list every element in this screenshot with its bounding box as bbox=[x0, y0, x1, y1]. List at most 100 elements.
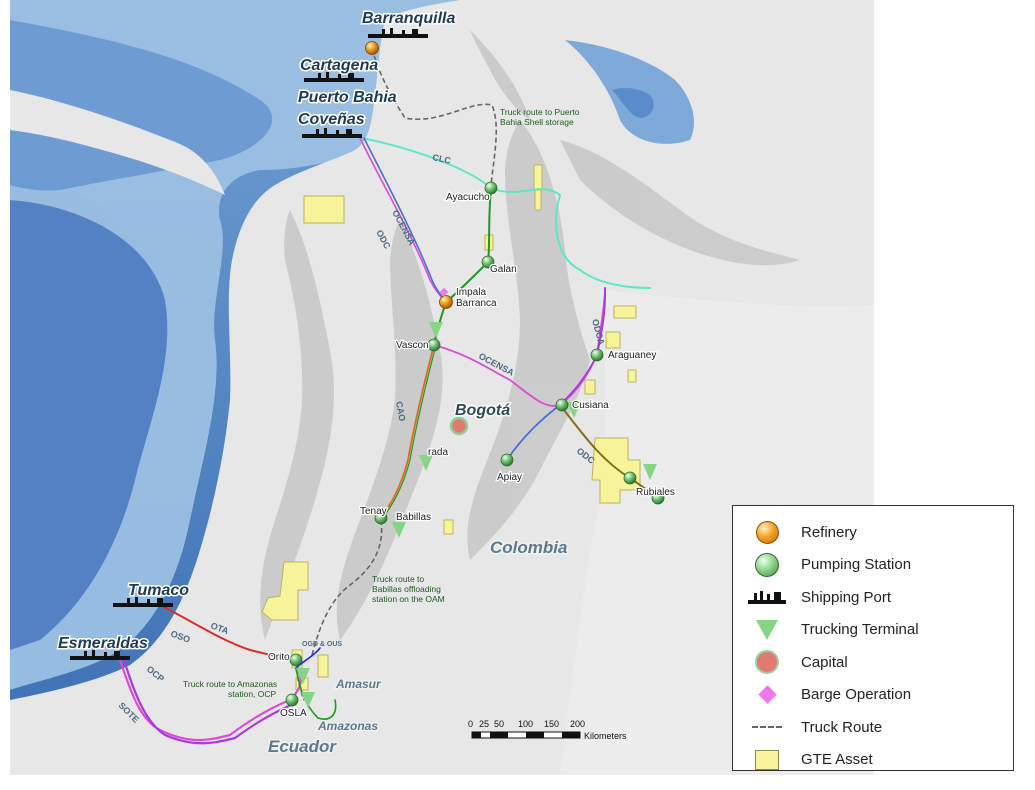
shipping-port-icon bbox=[748, 591, 786, 605]
capital-icon bbox=[755, 650, 779, 675]
station-label-barranca: Barranca bbox=[456, 298, 497, 309]
gte-asset-block[interactable] bbox=[317, 654, 329, 678]
note-truck-babillas-1: Truck route to bbox=[372, 574, 424, 584]
station-label-galan: Galan bbox=[490, 264, 517, 275]
port-covenas-icon[interactable] bbox=[302, 128, 362, 138]
truck-route-puerto-bahia[interactable] bbox=[371, 47, 498, 186]
scale-tick-50: 50 bbox=[494, 719, 504, 729]
trucking-terminal-icon[interactable] bbox=[419, 455, 433, 471]
trucking-terminal-icon[interactable] bbox=[392, 522, 406, 538]
legend-label: Trucking Terminal bbox=[801, 621, 919, 639]
port-tumaco-icon[interactable] bbox=[113, 597, 173, 607]
port-label-puerto-bahia: Puerto Bahia bbox=[298, 89, 397, 106]
pipeline-ogd-ous[interactable] bbox=[295, 647, 321, 669]
gte-asset-block[interactable] bbox=[605, 331, 621, 349]
gte-asset-block[interactable] bbox=[584, 379, 596, 395]
label-cao: CAO bbox=[394, 401, 407, 422]
pump-ayacucho-icon[interactable] bbox=[484, 181, 498, 195]
trucking-terminal-icon[interactable] bbox=[296, 668, 310, 684]
pump-araguaney-icon[interactable] bbox=[590, 348, 604, 362]
capital-bogota-icon[interactable] bbox=[449, 416, 469, 436]
refinery-cartagena-icon[interactable] bbox=[365, 41, 379, 55]
note-truck-babillas-2: Babillas offloading bbox=[372, 584, 441, 594]
trucking-terminal-icon[interactable] bbox=[643, 464, 657, 480]
pipeline-ocensa-north[interactable] bbox=[359, 137, 447, 303]
gte-asset-block[interactable] bbox=[533, 164, 543, 191]
station-label-cusiana: Cusiana bbox=[572, 400, 609, 411]
refinery-icon bbox=[755, 520, 779, 544]
pump-galan-icon[interactable] bbox=[481, 255, 495, 269]
port-label-esmeraldas: Esmeraldas bbox=[58, 635, 148, 652]
shipping-ports bbox=[70, 28, 428, 660]
gte-asset-block[interactable] bbox=[613, 305, 637, 319]
station-label-dorada: rada bbox=[428, 447, 448, 458]
note-truck-puerto-bahia-2: Bahia Shell storage bbox=[500, 117, 574, 127]
pipeline-ocp[interactable] bbox=[122, 658, 295, 745]
station-label-ayacucho: Ayacucho bbox=[446, 192, 490, 203]
pump-vasconia-icon[interactable] bbox=[427, 338, 441, 352]
pipeline-ota[interactable] bbox=[159, 604, 297, 661]
pipeline-cao-green[interactable] bbox=[382, 344, 437, 519]
scale-tick-25: 25 bbox=[479, 719, 489, 729]
legend-label: Capital bbox=[801, 653, 848, 671]
pump-osla-icon[interactable] bbox=[285, 693, 299, 707]
gte-assets bbox=[261, 164, 641, 691]
legend-item-barge-operation: Barge Operation bbox=[747, 679, 1013, 712]
trucking-terminal-icon[interactable] bbox=[429, 322, 443, 338]
legend: Refinery Pumping Station Shipping Port T… bbox=[732, 505, 1014, 771]
region-label-amasur: Amasur bbox=[335, 677, 382, 691]
pipeline-apiay[interactable] bbox=[506, 404, 561, 461]
port-esmeraldas-icon[interactable] bbox=[70, 650, 130, 660]
port-label-tumaco: Tumaco bbox=[128, 582, 189, 599]
pipeline-amazonas[interactable] bbox=[295, 667, 337, 720]
station-label-orito: Orito bbox=[268, 652, 290, 663]
scale-tick-0: 0 bbox=[468, 719, 473, 729]
pump-orito-icon[interactable] bbox=[289, 653, 303, 667]
pipeline-clc[interactable] bbox=[361, 137, 651, 289]
truck-route-babillas[interactable] bbox=[311, 519, 383, 656]
andes-relief bbox=[260, 30, 800, 640]
pump-rubiales-2-icon[interactable] bbox=[651, 491, 665, 505]
legend-item-capital: Capital bbox=[747, 646, 1013, 679]
trucking-terminals bbox=[296, 322, 657, 708]
trucking-terminal-icon[interactable] bbox=[301, 692, 315, 708]
pump-apiay-icon[interactable] bbox=[500, 453, 514, 467]
legend-label: Barge Operation bbox=[801, 686, 912, 704]
scale-unit: Kilometers bbox=[584, 731, 627, 741]
port-label-covenas: Coveñas bbox=[298, 111, 365, 128]
barge-operation-icon bbox=[757, 685, 777, 704]
gte-asset-block[interactable] bbox=[261, 561, 309, 621]
gte-asset-block[interactable] bbox=[534, 189, 542, 211]
pipeline-sote[interactable] bbox=[118, 658, 302, 742]
panama-isthmus bbox=[10, 90, 225, 195]
port-barranquilla-icon[interactable] bbox=[368, 28, 428, 38]
refinery-barranca-icon[interactable] bbox=[439, 295, 453, 309]
legend-label: GTE Asset bbox=[801, 751, 873, 769]
pump-rubiales-icon[interactable] bbox=[623, 471, 637, 485]
gte-asset-block[interactable] bbox=[303, 195, 345, 224]
barge-operation-icon[interactable] bbox=[439, 287, 449, 297]
lake-maracaibo bbox=[612, 87, 654, 118]
capital-label-bogota: Bogotá bbox=[455, 402, 510, 419]
pump-cusiana-icon[interactable] bbox=[555, 398, 569, 412]
note-truck-babillas-3: station on the OAM bbox=[372, 594, 445, 604]
legend-item-truck-route: Truck Route bbox=[747, 711, 1013, 744]
pipeline-cao[interactable] bbox=[380, 344, 435, 519]
gte-asset-block[interactable] bbox=[627, 369, 637, 383]
gte-asset-block[interactable] bbox=[591, 437, 641, 504]
gte-asset-block[interactable] bbox=[443, 519, 454, 535]
legend-item-trucking-terminal: Trucking Terminal bbox=[747, 614, 1013, 647]
legend-label: Truck Route bbox=[801, 718, 883, 736]
trucking-terminal-icon[interactable] bbox=[567, 402, 581, 418]
station-label-tenay: Tenay bbox=[360, 506, 387, 517]
port-cartagena-icon[interactable] bbox=[304, 72, 364, 82]
port-label-barranquilla: Barranquilla bbox=[362, 10, 455, 27]
pump-tenay-icon[interactable] bbox=[374, 511, 388, 525]
scale-tick-100: 100 bbox=[518, 719, 533, 729]
pipeline-odc-north[interactable] bbox=[363, 137, 449, 303]
label-clc: CLC bbox=[432, 152, 453, 166]
station-label-babillas: Babillas bbox=[396, 512, 431, 523]
pacific-basin bbox=[10, 200, 168, 650]
